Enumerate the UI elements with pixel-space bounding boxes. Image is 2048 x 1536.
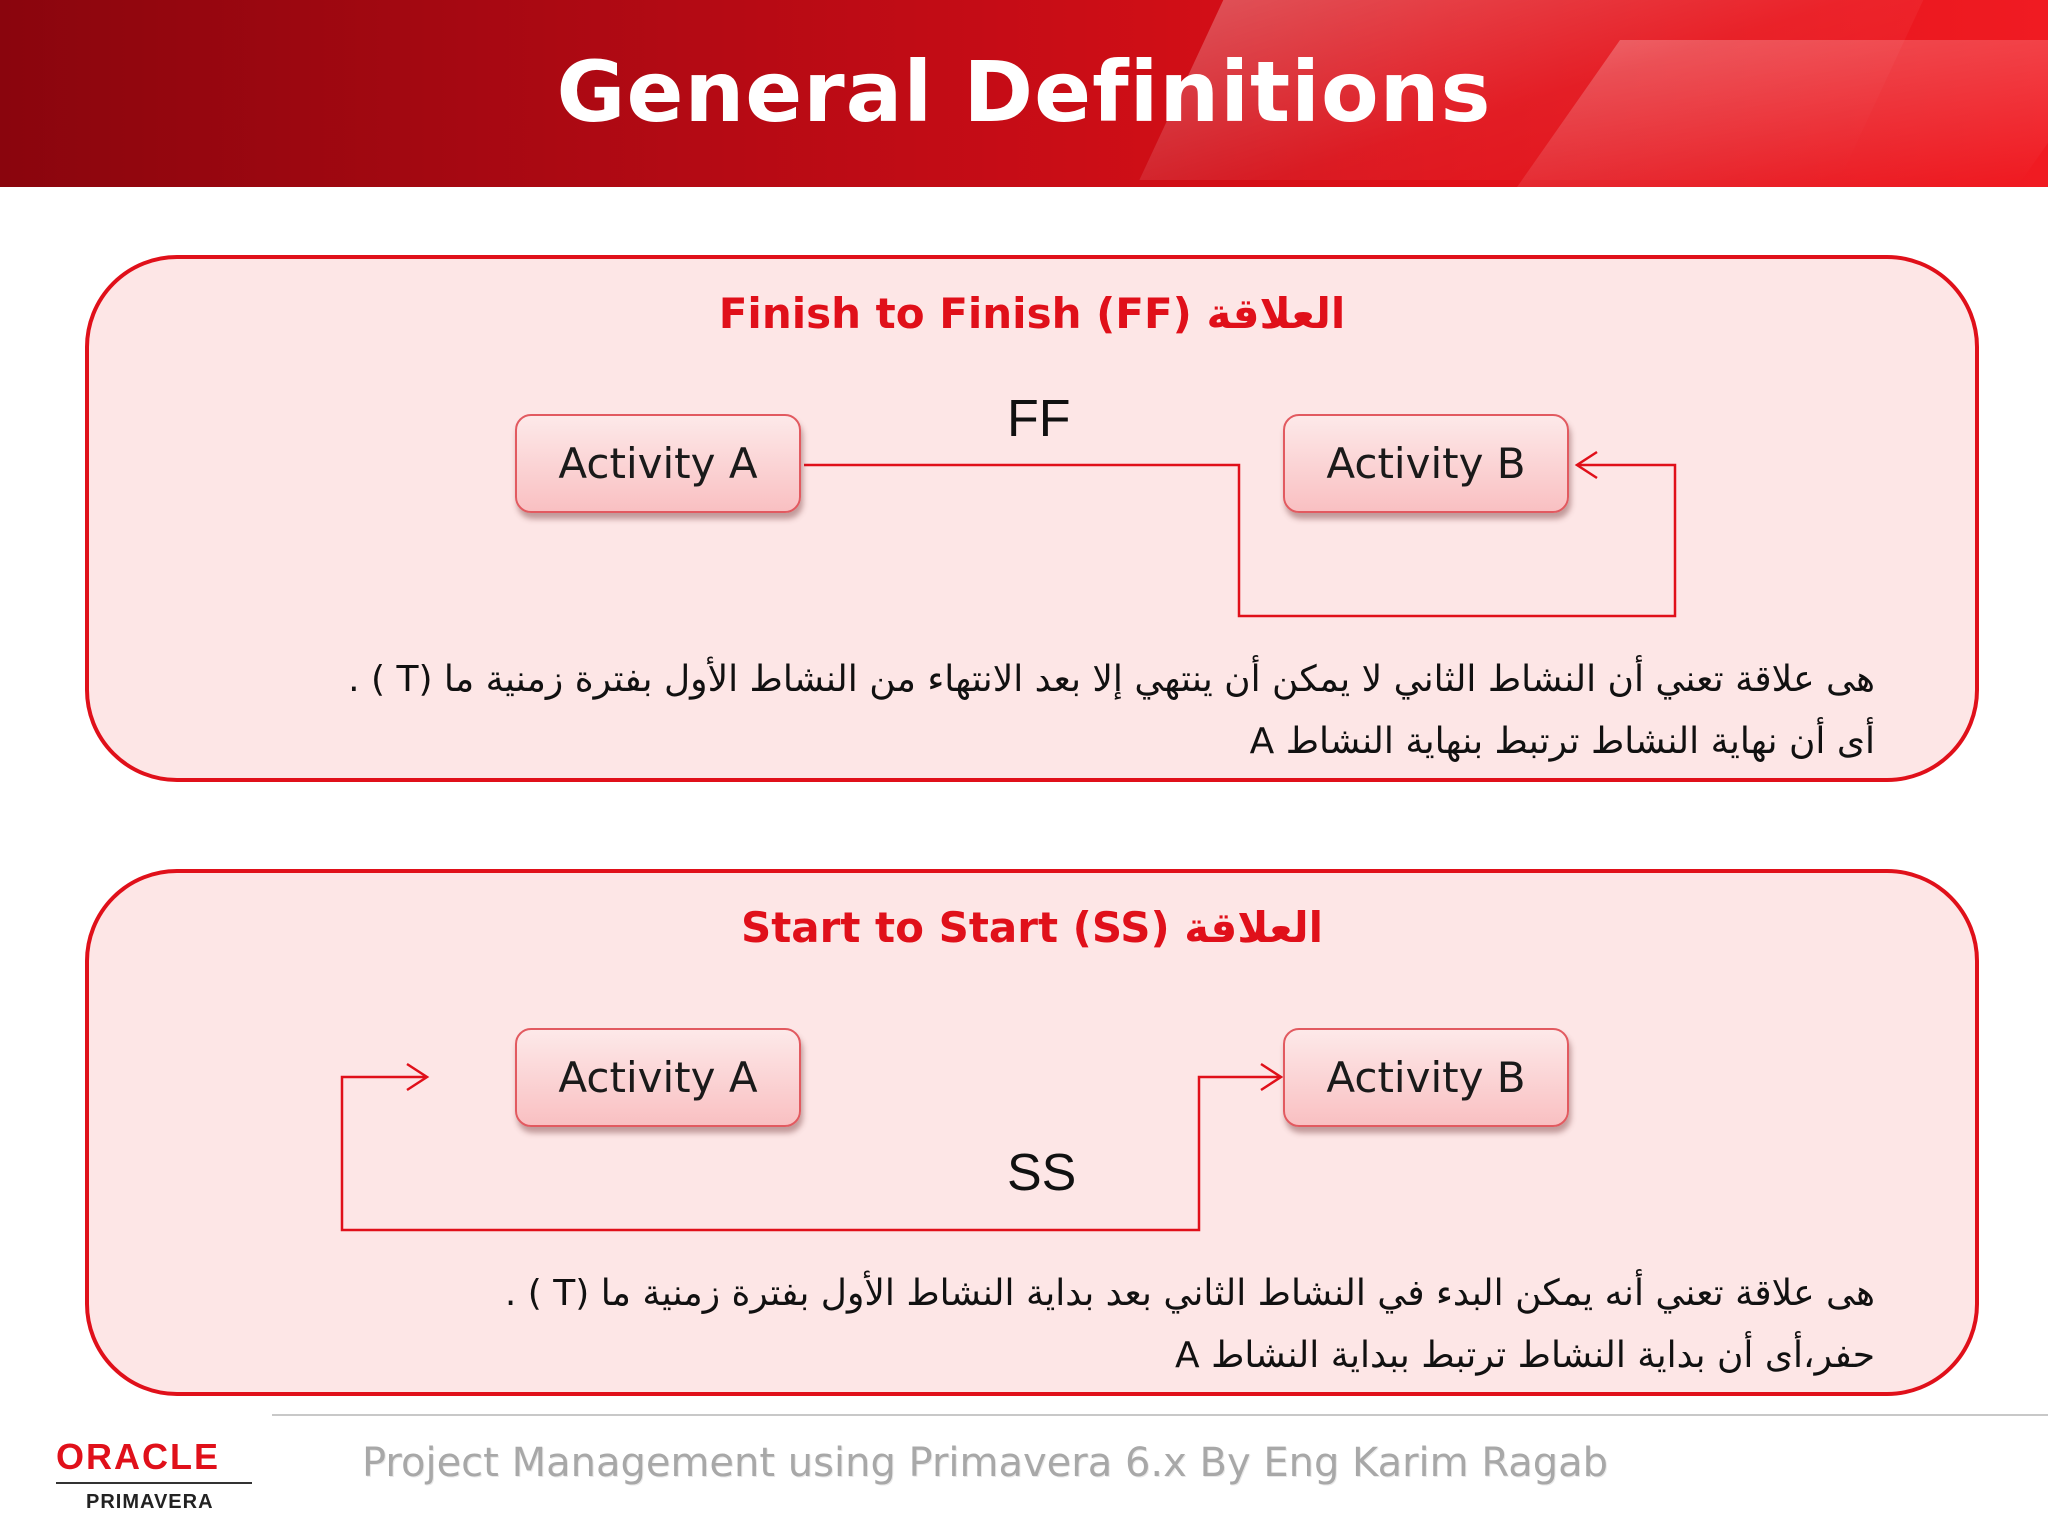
ff-panel: Finish to Finish (FF) العلاقة Activity A… [85,255,1979,782]
ss-activity-b: Activity B [1283,1028,1569,1127]
footer-divider [272,1414,2048,1416]
ss-connector [340,1062,1284,1232]
ss-activity-a: Activity A [515,1028,801,1127]
ff-activity-a: Activity A [515,414,801,513]
logo-primavera-text: PRIMAVERA [86,1491,214,1513]
ss-arrowhead-b [1260,1062,1284,1092]
ss-panel-title: Start to Start (SS) العلاقة [740,903,1324,952]
oracle-primavera-logo: ORACLE PRIMAVERA [56,1436,256,1516]
ff-description-line2: أى أن نهاية النشاط ترتبط بنهاية النشاط A [1249,721,1875,762]
ff-panel-title: Finish to Finish (FF) العلاقة [718,289,1346,338]
ff-link-label: FF [1007,390,1071,448]
ff-connector [804,450,1677,618]
ff-link-line [804,463,1677,618]
ss-description-line2: حفر،أى أن بداية النشاط ترتبط ببداية النش… [1174,1335,1875,1376]
footer-caption: Project Management using Primavera 6.x B… [362,1440,1609,1486]
ff-arrowhead [1574,450,1598,480]
ss-link-label: SS [1007,1144,1077,1202]
logo-divider [56,1482,252,1484]
title-banner: General Definitions [0,0,2048,187]
ss-panel: Start to Start (SS) العلاقة Activity A A… [85,869,1979,1396]
ff-description-line1: هى علاقة تعني أن النشاط الثاني لا يمكن أ… [348,659,1875,700]
ss-arrowhead-a [406,1062,430,1092]
ff-activity-b: Activity B [1283,414,1569,513]
logo-oracle-text: ORACLE [56,1436,220,1477]
ss-description-line1: هى علاقة تعني أنه يمكن البدء في النشاط ا… [504,1273,1875,1314]
ss-link-line [340,1075,1281,1232]
page-title: General Definitions [556,43,1492,141]
